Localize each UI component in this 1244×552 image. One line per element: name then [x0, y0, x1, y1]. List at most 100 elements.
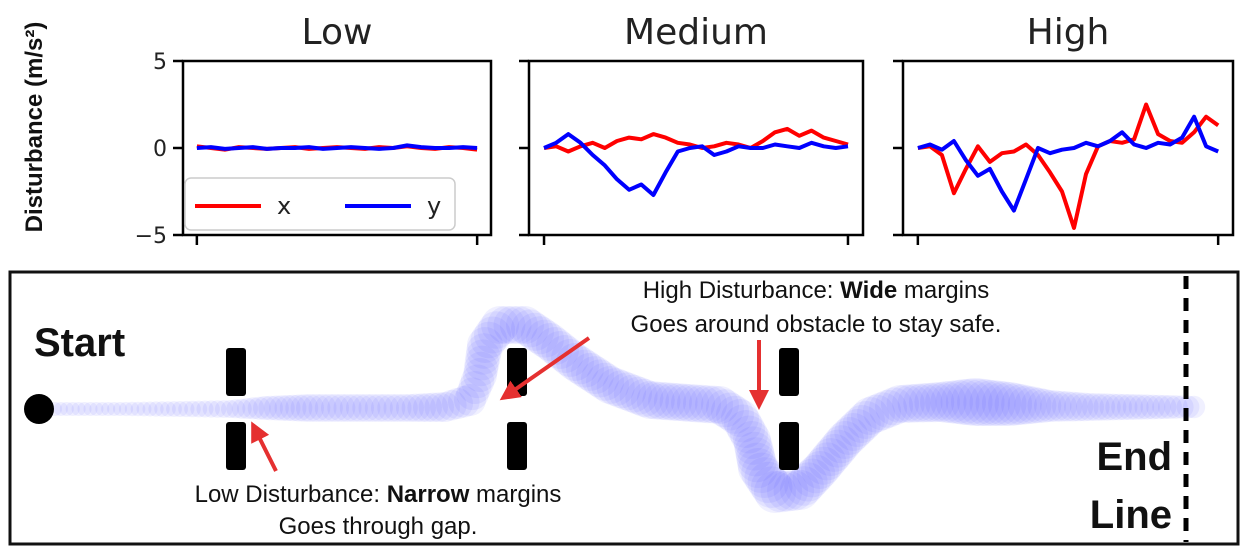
trajectory-blob	[677, 384, 715, 423]
trajectory-blob	[65, 402, 80, 416]
trajectory-blob	[930, 380, 973, 424]
trajectory-blob	[383, 394, 412, 422]
trajectory-blob	[279, 394, 307, 422]
trajectory-blob	[613, 374, 652, 413]
trajectory-blob	[571, 352, 609, 391]
trajectory-blob	[302, 394, 331, 422]
trajectory-blob	[903, 383, 943, 423]
trajectory-blob	[925, 381, 967, 423]
trajectory-blob	[1046, 390, 1077, 422]
trajectory-blob	[430, 392, 460, 422]
trajectory-blob	[242, 397, 265, 420]
trajectory-blob	[463, 358, 497, 392]
trajectory-blob	[897, 383, 937, 423]
trajectory-blob	[566, 349, 604, 388]
trajectory-blob	[792, 458, 832, 498]
trajectory-blob	[53, 402, 68, 416]
panel-title: Low	[302, 12, 373, 53]
trajectory-blob	[166, 401, 182, 417]
trajectory-blob	[636, 381, 675, 420]
trajectory-blob	[214, 400, 233, 418]
trajectory-blob	[377, 394, 406, 422]
obstacle-gate2-bottom	[507, 422, 527, 470]
trajectory-blob	[1152, 394, 1177, 420]
trajectory-blob	[951, 378, 999, 426]
trajectory-blob	[914, 382, 955, 423]
trajectory-blob	[436, 390, 467, 421]
trajectory-blob	[458, 371, 492, 404]
trajectory-blob	[285, 394, 313, 422]
trajectory-blob	[1128, 394, 1155, 420]
series-line-y	[196, 143, 478, 151]
trajectory-blob	[596, 368, 635, 407]
trajectory-blob	[371, 394, 399, 422]
trajectory-blob	[734, 426, 773, 465]
trajectory-blob	[642, 381, 681, 420]
trajectory-blob	[784, 466, 824, 506]
end-label-1: End	[1096, 435, 1172, 479]
trajectory-blob	[1014, 386, 1052, 424]
trajectory-blob	[581, 359, 619, 398]
trajectory-blob	[957, 378, 1005, 426]
trajectory-blob	[465, 339, 501, 375]
obstacle-gate3-top	[779, 348, 799, 396]
trajectory-blob	[95, 402, 110, 416]
trajectory-blob	[83, 402, 98, 416]
trajectory-blob	[1140, 394, 1166, 420]
annotation-low-line1: Low Disturbance: Narrow margins	[195, 481, 562, 508]
trajectory-blob	[737, 442, 777, 483]
trajectory-blob	[477, 311, 516, 349]
annotation-high-line1: High Disturbance: Wide margins	[643, 277, 990, 304]
trajectory-blob	[796, 454, 836, 494]
trajectory-blob	[741, 452, 782, 493]
trajectory-blob	[750, 466, 793, 509]
trajectory-blob	[875, 387, 913, 426]
legend-label-x: x	[277, 192, 291, 220]
trajectory-blob	[608, 372, 647, 411]
trajectory-blob	[208, 400, 227, 418]
annotation-low-line2: Goes through gap.	[279, 513, 478, 540]
legend-label-y: y	[427, 192, 441, 220]
trajectory-blob	[935, 380, 980, 424]
trajectory-blob	[963, 379, 1010, 427]
trajectory-blob	[857, 394, 895, 433]
trajectory-blob	[107, 402, 122, 416]
trajectory-blob	[352, 394, 381, 422]
trajectory-blob	[738, 448, 778, 488]
obstacle-gate1-bottom	[226, 422, 246, 470]
trajectory-blob	[1070, 392, 1099, 422]
trajectory-blob	[780, 470, 820, 510]
trajectory-blob	[454, 384, 486, 416]
trajectory-blob	[1105, 393, 1132, 421]
trajectory-blob	[1027, 388, 1062, 423]
trajectory-blob	[653, 382, 692, 421]
trajectory-blob	[808, 442, 847, 481]
trajectory-blob	[863, 392, 901, 431]
trajectory-blob	[136, 401, 152, 417]
trajectory-blob	[1093, 393, 1121, 421]
y-axis-label: Disturbance (m/s²)	[21, 22, 48, 233]
trajectory-blob	[526, 319, 564, 358]
trajectory-blob	[1076, 393, 1104, 421]
trajectory-blob	[689, 385, 727, 424]
trajectory-blob	[464, 345, 500, 381]
trajectory-blob	[154, 401, 170, 417]
trajectory-blob	[1164, 395, 1188, 419]
trajectory-blob	[659, 383, 698, 422]
trajectory-blob	[1158, 395, 1182, 419]
trajectory-blob	[735, 431, 774, 471]
arrow-high-annotation-1	[499, 336, 591, 401]
trajectory-blob	[1064, 392, 1094, 422]
trajectory-blob	[130, 401, 146, 417]
trajectory-blob	[744, 457, 786, 498]
trajectory-blob	[1134, 394, 1160, 420]
start-label: Start	[34, 321, 125, 365]
trajectory-blob	[101, 402, 116, 416]
trajectory-blob	[493, 306, 532, 344]
trajectory-blob	[788, 462, 828, 502]
trajectory-blob	[846, 401, 885, 439]
trajectory-blob	[339, 394, 368, 422]
trajectory-blob	[59, 402, 74, 416]
trajectory-blob	[456, 377, 489, 411]
